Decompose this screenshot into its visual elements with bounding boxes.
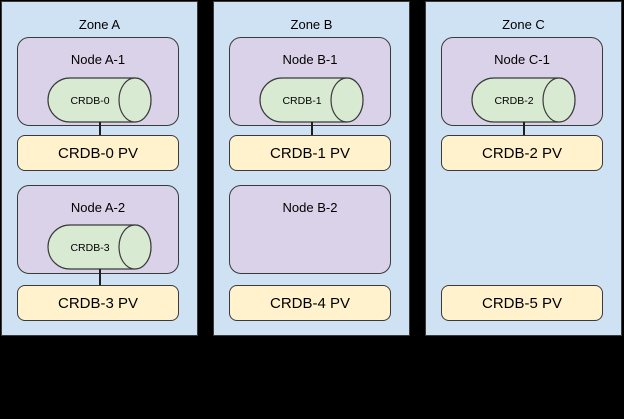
connector-line bbox=[311, 122, 313, 136]
crdb-1-cylinder-icon: CRDB-1 bbox=[259, 77, 364, 123]
node-b2-box: Node B-2 bbox=[229, 185, 391, 274]
node-b2-label: Node B-2 bbox=[282, 200, 338, 215]
zone-a-box: Zone A Node A-1 CRDB-0 CRDB-0 PV Node A-… bbox=[1, 1, 198, 336]
connector-line bbox=[523, 122, 525, 136]
zone-b-label: Zone B bbox=[290, 17, 333, 32]
crdb-0-cylinder-icon: CRDB-0 bbox=[47, 77, 152, 123]
pv-crdb-1-box: CRDB-1 PV bbox=[229, 135, 391, 171]
crdb-1-cylinder-label: CRDB-1 bbox=[282, 95, 321, 107]
cylinder-end-cap bbox=[330, 77, 364, 123]
pv-crdb-5-label: CRDB-5 PV bbox=[481, 294, 563, 312]
pv-crdb-3-box: CRDB-3 PV bbox=[17, 285, 179, 321]
crdb-0-cylinder-label: CRDB-0 bbox=[70, 95, 109, 107]
node-b1-label: Node B-1 bbox=[282, 52, 338, 67]
connector-line bbox=[99, 122, 101, 136]
crdb-3-cylinder-icon: CRDB-3 bbox=[47, 224, 152, 270]
pv-crdb-0-label: CRDB-0 PV bbox=[57, 144, 139, 162]
pv-crdb-2-box: CRDB-2 PV bbox=[441, 135, 603, 171]
cylinder-end-cap bbox=[118, 224, 152, 270]
node-c1-label: Node C-1 bbox=[494, 52, 550, 67]
pv-crdb-3-label: CRDB-3 PV bbox=[57, 294, 139, 312]
node-a1-label: Node A-1 bbox=[70, 52, 126, 67]
pv-crdb-1-label: CRDB-1 PV bbox=[269, 144, 351, 162]
crdb-2-cylinder-label: CRDB-2 bbox=[494, 95, 533, 107]
zone-c-label: Zone C bbox=[502, 17, 545, 32]
pv-crdb-4-label: CRDB-4 PV bbox=[269, 294, 351, 312]
zone-a-label: Zone A bbox=[78, 17, 121, 32]
crdb-3-cylinder-label: CRDB-3 bbox=[70, 242, 109, 254]
crdb-2-cylinder-icon: CRDB-2 bbox=[471, 77, 576, 123]
pv-crdb-2-label: CRDB-2 PV bbox=[481, 144, 563, 162]
cylinder-end-cap bbox=[542, 77, 576, 123]
cylinder-end-cap bbox=[118, 77, 152, 123]
pv-crdb-0-box: CRDB-0 PV bbox=[17, 135, 179, 171]
zone-c-box: Zone C Node C-1 CRDB-2 CRDB-2 PV CRDB-5 … bbox=[425, 1, 622, 336]
connector-line bbox=[99, 269, 101, 285]
node-a2-label: Node A-2 bbox=[70, 200, 126, 215]
zone-b-box: Zone B Node B-1 CRDB-1 CRDB-1 PV Node B-… bbox=[213, 1, 410, 336]
pv-crdb-4-box: CRDB-4 PV bbox=[229, 285, 391, 321]
pv-crdb-5-box: CRDB-5 PV bbox=[441, 285, 603, 321]
